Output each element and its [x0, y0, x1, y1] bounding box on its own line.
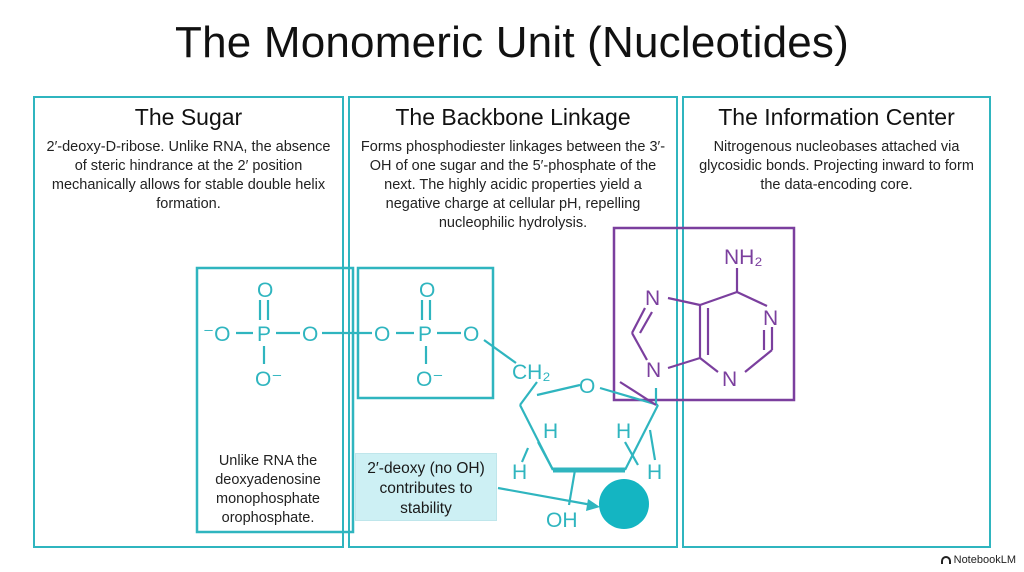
panel-sugar: The Sugar 2′-deoxy-D-ribose. Unlike RNA,…: [33, 96, 344, 548]
callout-arrow-line: [497, 486, 593, 507]
p1-p: P: [257, 323, 271, 346]
sugar-h-3: H: [616, 420, 631, 443]
adenine-bonds: [631, 268, 774, 373]
base-highlight-box: [612, 226, 796, 402]
panel-info-body: Nitrogenous nucleobases attached via gly…: [699, 139, 974, 193]
p1-o-left: ⁻O: [203, 323, 230, 346]
p2-o-top: O: [419, 279, 435, 302]
p2-o-bottom: O⁻: [416, 368, 443, 391]
panel-info-heading: The Information Center: [718, 104, 955, 130]
sugar-highlight-box: [195, 266, 355, 534]
sugar-h-2: H: [512, 461, 527, 484]
sugar-footnote: Unlike RNA the deoxyadenosine monophosph…: [215, 453, 321, 526]
sugar-ch2: CH₂: [512, 361, 550, 384]
brand-label: NotebookLM: [953, 554, 1016, 566]
p1-o-bottom: O⁻: [255, 368, 282, 391]
notebooklm-icon: [940, 556, 951, 564]
sugar-ring-o: O: [579, 375, 595, 398]
callout-arrow-head: [586, 499, 600, 511]
brand-watermark: NotebookLM: [940, 554, 1016, 566]
missing-oh-dot: [599, 479, 649, 529]
p2-o-right: O: [463, 323, 479, 346]
base-n9: N: [646, 359, 661, 382]
deoxy-callout: 2′-deoxy (no OH) contributes to stabilit…: [355, 453, 497, 521]
base-n7: N: [645, 287, 660, 310]
panel-backbone-body: Forms phosphodiester linkages between th…: [360, 139, 666, 231]
p1-o-right: O: [302, 323, 318, 346]
p2-o-left: O: [374, 323, 390, 346]
panel-info: The Information Center Nitrogenous nucle…: [682, 96, 991, 548]
sugar-h-4: H: [647, 461, 662, 484]
panel-backbone-heading: The Backbone Linkage: [395, 104, 631, 130]
base-link-bond: [619, 381, 657, 406]
panel-sugar-heading: The Sugar: [134, 104, 243, 130]
panel-sugar-body: 2′-deoxy-D-ribose. Unlike RNA, the absen…: [46, 139, 331, 212]
sugar-oh: OH: [546, 509, 578, 532]
base-n1: N: [763, 307, 778, 330]
p2-p: P: [418, 323, 432, 346]
page-title: The Monomeric Unit (Nucleotides): [175, 18, 849, 67]
base-nh2: NH₂: [724, 246, 762, 269]
p1-o-top: O: [257, 279, 273, 302]
sugar-h-1: H: [543, 420, 558, 443]
base-n3: N: [722, 368, 737, 391]
panel-backbone: The Backbone Linkage Forms phosphodieste…: [348, 96, 678, 548]
